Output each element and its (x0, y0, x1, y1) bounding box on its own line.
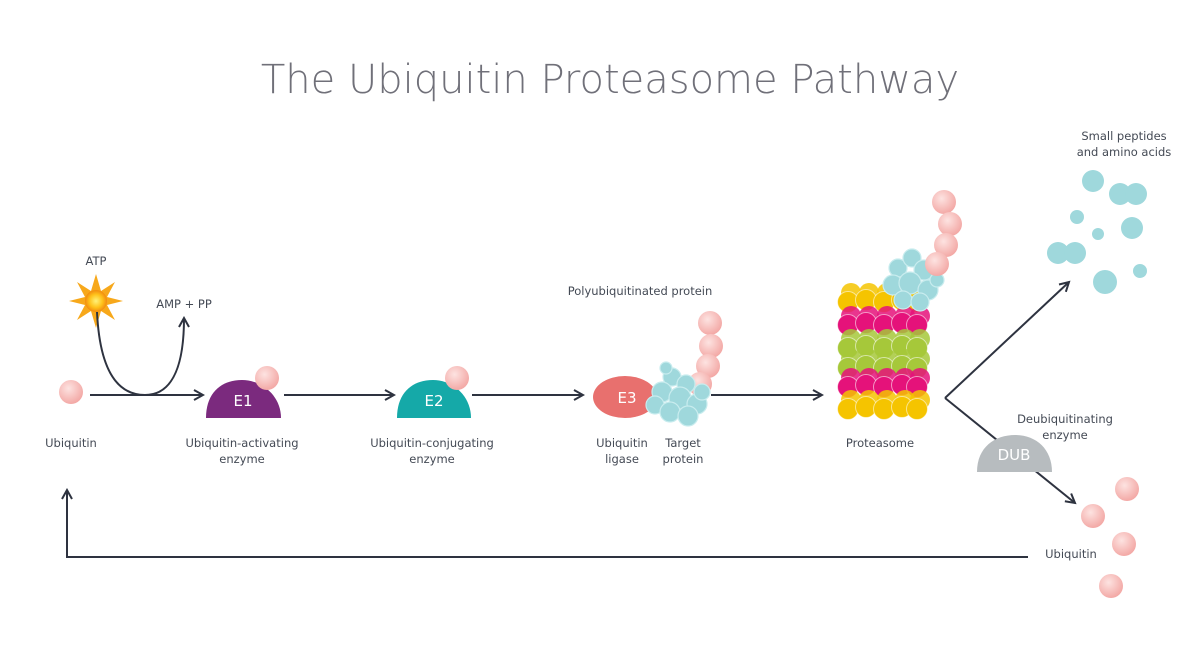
dub-text: DUB (998, 446, 1031, 464)
recycled-ubiquitin (1081, 477, 1139, 598)
recycling-arrow (67, 490, 1028, 558)
amp-pp-label: AMP + PP (156, 297, 212, 311)
arrow-to-peptides (944, 282, 1069, 399)
e3-label-line2: ligase (605, 452, 639, 466)
e1-label-line1: Ubiquitin-activating (185, 436, 298, 450)
ubiquitin-label: Ubiquitin (45, 436, 97, 450)
ubiquitin-molecule (59, 380, 83, 404)
atp-sun-icon (69, 274, 123, 328)
atp-label: ATP (86, 254, 107, 268)
peptides-label-line2: and amino acids (1077, 145, 1172, 159)
peptides-amino-acids (1047, 170, 1147, 294)
proteasome-ubiquitin-chain (925, 190, 962, 276)
target-label-line2: protein (663, 452, 704, 466)
e1-text: E1 (233, 392, 252, 410)
dub-label-line1: Deubiquitinating (1017, 412, 1113, 426)
peptides-label-line1: Small peptides (1081, 129, 1166, 143)
diagram-title: The Ubiquitin Proteasome Pathway (261, 57, 959, 103)
proteasome-protein-blob (882, 248, 945, 312)
e2-label-line1: Ubiquitin-conjugating (370, 436, 494, 450)
proteasome-complex (837, 283, 930, 420)
e3-label-line1: Ubiquitin (596, 436, 648, 450)
atp-hydrolysis-arrow (96, 311, 184, 397)
e2-enzyme-shape (397, 380, 471, 418)
e2-label-line2: enzyme (409, 452, 454, 466)
proteasome-label: Proteasome (846, 436, 914, 450)
target-label-line1: Target (664, 436, 701, 450)
dub-enzyme-shape (977, 435, 1052, 472)
ubiquitin-recycled-label: Ubiquitin (1045, 547, 1097, 561)
polyubiquitinated-label: Polyubiquitinated protein (568, 284, 713, 298)
e1-bound-ubiquitin (255, 366, 279, 390)
e3-enzyme-shape (593, 376, 657, 418)
dub-label-line2: enzyme (1042, 428, 1087, 442)
target-protein-blob (645, 361, 711, 427)
e3-text: E3 (617, 389, 636, 407)
e2-text: E2 (424, 392, 443, 410)
e1-label-line2: enzyme (219, 452, 264, 466)
e2-bound-ubiquitin (445, 366, 469, 390)
e1-enzyme-shape (206, 380, 281, 418)
